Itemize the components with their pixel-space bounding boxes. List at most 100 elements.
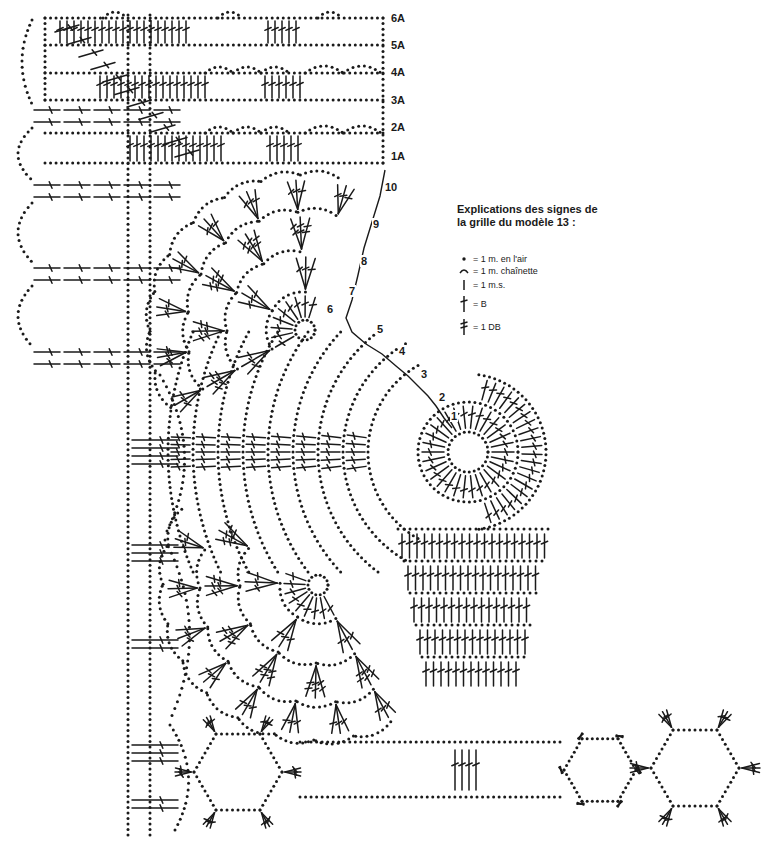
chain-dot xyxy=(173,388,176,391)
chain-dot xyxy=(447,453,450,456)
chain-dot xyxy=(499,592,502,595)
chain-dot xyxy=(225,515,228,518)
stitch-symbol xyxy=(178,580,180,587)
stitch-symbol xyxy=(215,387,222,389)
stitch-symbol xyxy=(418,605,424,608)
chain-dot xyxy=(544,453,547,456)
chain-dot xyxy=(346,540,349,543)
stitch-symbol xyxy=(157,311,186,315)
chains xyxy=(17,11,741,837)
chain-dot xyxy=(287,659,290,662)
chain-dot xyxy=(529,528,532,531)
chain-dot xyxy=(407,531,410,534)
stitch-symbol xyxy=(497,392,504,394)
chain-dot xyxy=(315,169,318,172)
stitch-symbol xyxy=(577,803,584,805)
chain-dot xyxy=(445,528,448,531)
chain-dot xyxy=(335,566,338,569)
chain-dot xyxy=(261,541,264,544)
stitch-symbol xyxy=(218,279,220,286)
chain-dot xyxy=(193,475,196,478)
chain-dot xyxy=(168,426,171,429)
chain-dot xyxy=(511,624,514,627)
chain-dot xyxy=(369,472,372,475)
chain-dot xyxy=(535,592,538,595)
stitch-symbol xyxy=(450,573,456,576)
chain-dot xyxy=(147,324,150,327)
chain-dot xyxy=(319,421,322,424)
chain-dot xyxy=(252,684,255,687)
chain-dot xyxy=(247,331,250,334)
chain-dot xyxy=(512,514,515,517)
chain-dot xyxy=(205,203,208,206)
stitch-symbol xyxy=(301,449,304,455)
stitch-symbol xyxy=(240,701,246,704)
stitch-symbol xyxy=(168,300,170,307)
chain-dot xyxy=(301,338,304,341)
stitch-symbol xyxy=(491,501,499,519)
chain-dot xyxy=(315,661,318,664)
chain-dot xyxy=(200,554,203,557)
stitch-symbol xyxy=(372,670,375,677)
stitch-symbol xyxy=(304,226,311,227)
stitch-symbol xyxy=(353,433,355,440)
chain-dot xyxy=(227,302,230,305)
chain-dot xyxy=(266,337,269,340)
chain-dot xyxy=(203,529,206,532)
stitch-symbol xyxy=(753,767,754,774)
stitch-symbol xyxy=(221,437,240,438)
stitch-symbol xyxy=(79,361,82,367)
chain-dot xyxy=(311,530,314,533)
chain-dot xyxy=(303,566,306,569)
chain-dot xyxy=(183,340,186,343)
stitch-symbol xyxy=(463,406,465,428)
chain-dot xyxy=(217,445,220,448)
chain-dot xyxy=(403,528,406,531)
stitch-symbol xyxy=(504,397,511,398)
chain-dot xyxy=(397,528,400,531)
chain-dot xyxy=(356,508,359,511)
chain-dot xyxy=(447,448,450,451)
stitch-symbol xyxy=(510,573,516,576)
chain-dot xyxy=(547,528,550,531)
stitch-symbol xyxy=(429,541,435,544)
stitch-symbol xyxy=(164,136,166,161)
chain-dot xyxy=(378,539,381,542)
stitch-symbol xyxy=(481,598,483,622)
chain-dot xyxy=(267,442,270,445)
chain-dot xyxy=(282,528,285,531)
stitch-symbol xyxy=(492,477,495,483)
chain-dot xyxy=(206,540,209,543)
stitch-symbol xyxy=(276,83,282,86)
stitch-symbol xyxy=(295,144,301,147)
stitch-symbol xyxy=(221,451,240,453)
stitch-symbol xyxy=(510,402,517,404)
chain-dot xyxy=(237,603,240,606)
chain-dot xyxy=(217,434,220,437)
stitch-symbol xyxy=(139,107,142,113)
chain-dot xyxy=(276,571,279,574)
chain-dot xyxy=(334,617,337,620)
stitch-symbol xyxy=(164,125,168,130)
chain-dot xyxy=(481,464,484,467)
stitch-symbol xyxy=(169,194,172,200)
stitch-symbol xyxy=(219,577,221,584)
stitch-symbol xyxy=(480,473,491,492)
chain-dot xyxy=(494,492,497,495)
stitch-symbol xyxy=(190,144,196,147)
chain-dot xyxy=(261,643,264,646)
chain-dot xyxy=(201,388,204,391)
stitch-symbol xyxy=(49,361,52,367)
stitch-symbol xyxy=(226,449,229,455)
chain-dot xyxy=(442,407,445,410)
chain-dot xyxy=(245,412,248,415)
chain-dot xyxy=(493,592,496,595)
chain-dot xyxy=(218,478,221,481)
chain-dot xyxy=(168,481,171,484)
chain-dot xyxy=(425,422,428,425)
stitch-symbol xyxy=(499,534,501,558)
stitch-symbol xyxy=(152,112,156,117)
chain-dot xyxy=(184,550,187,553)
stitch-symbol xyxy=(457,573,463,576)
chain-dot xyxy=(368,467,371,470)
